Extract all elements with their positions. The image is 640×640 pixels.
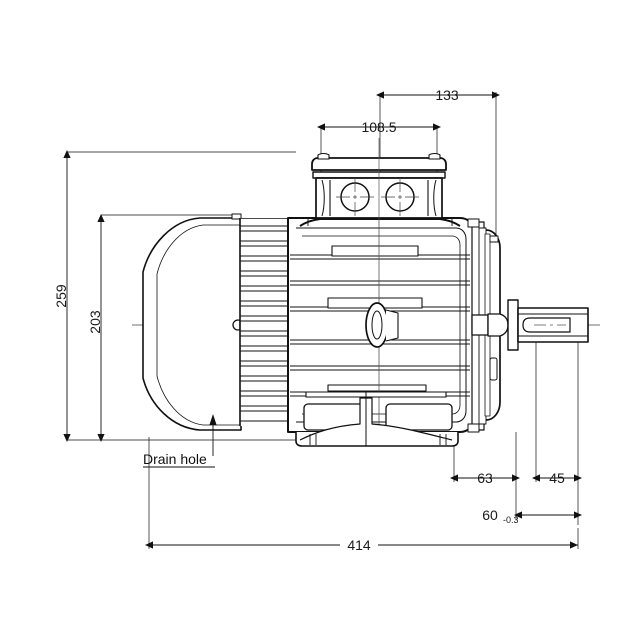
dimension-414 (145, 437, 579, 549)
dimension-label-259: 259 (53, 284, 69, 308)
dimension-label-414: 414 (347, 537, 371, 553)
dimension-label-60: 60 (482, 507, 498, 523)
mounting-foot (295, 391, 459, 447)
dimension-label-133: 133 (435, 87, 459, 103)
terminal-box (299, 138, 461, 227)
cooling-fins-cowl (239, 218, 289, 426)
cable-gland-hole-right (381, 178, 419, 216)
dimension-60 (514, 511, 582, 519)
drive-end-housing (467, 218, 519, 433)
dimension-tolerance-60: -0.3 (503, 515, 519, 525)
dimension-label-203: 203 (87, 310, 103, 334)
lifting-eye (365, 302, 399, 348)
dimension-203 (97, 214, 240, 442)
drain-hole-leader (143, 414, 217, 468)
cable-gland-hole-left (336, 178, 374, 216)
drain-hole-label: Drain hole (143, 451, 207, 467)
drive-shaft (517, 307, 589, 343)
dimension-label-63: 63 (477, 470, 493, 486)
shaft-keyway (522, 317, 571, 333)
dimension-63 (450, 432, 520, 520)
dimension-label-108-5: 108.5 (361, 119, 396, 135)
dimension-259 (63, 150, 296, 442)
dimension-label-45: 45 (549, 470, 565, 486)
dimension-45 (532, 320, 582, 525)
fan-cowl (142, 213, 251, 431)
